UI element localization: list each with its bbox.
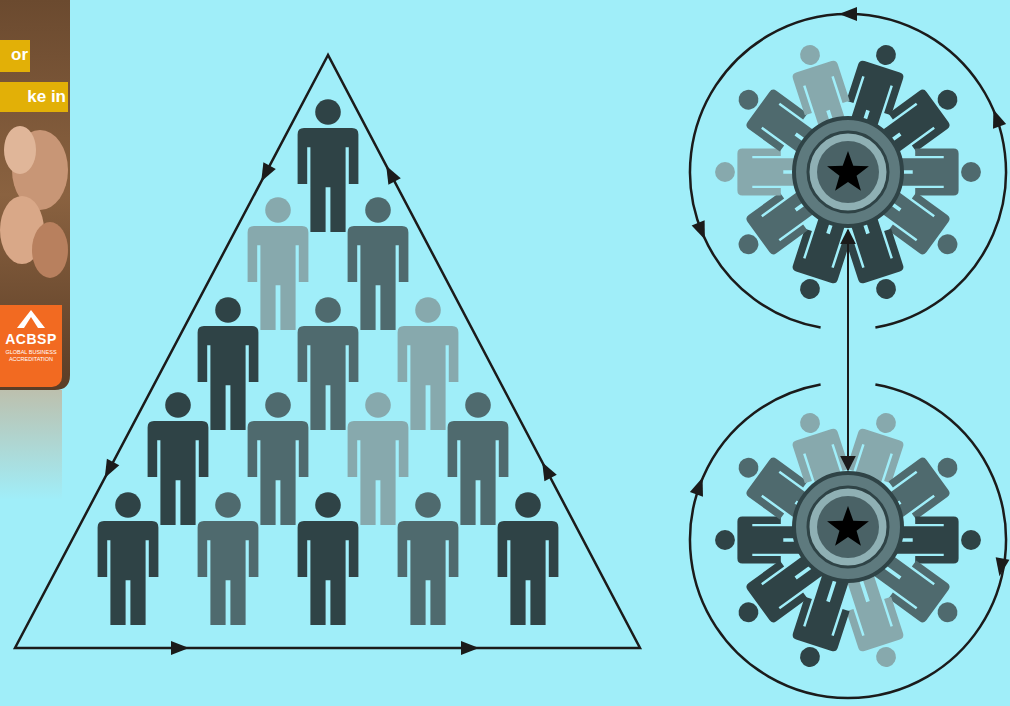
accreditation-badge: ACBSP GLOBAL BUSINESS ACCREDITATION bbox=[0, 305, 62, 387]
flow-arrowhead bbox=[99, 459, 120, 481]
badge-logo bbox=[17, 310, 45, 328]
person-icon bbox=[398, 297, 459, 430]
flow-arrowhead bbox=[461, 641, 479, 655]
hand-shape bbox=[4, 126, 36, 174]
person-icon bbox=[98, 492, 159, 625]
node-heading: ke in bbox=[2, 82, 66, 112]
flow-arrowhead bbox=[171, 641, 189, 655]
highlight-band: or bbox=[0, 40, 30, 72]
cycle-arrowhead bbox=[690, 475, 709, 497]
person-icon bbox=[298, 297, 359, 430]
star-symbol bbox=[827, 506, 869, 546]
flow-arrowhead bbox=[536, 459, 557, 481]
star-hub bbox=[808, 487, 888, 567]
star-hub bbox=[817, 141, 879, 203]
cycle-arrowhead bbox=[993, 557, 1010, 577]
person-icon bbox=[248, 392, 309, 525]
person-icon bbox=[148, 392, 209, 525]
person-icon bbox=[198, 492, 259, 625]
photo-strip bbox=[0, 0, 70, 390]
person-icon bbox=[298, 99, 359, 232]
star-hub bbox=[794, 118, 902, 226]
node-heading: or bbox=[2, 40, 28, 70]
hand-shape bbox=[32, 222, 68, 278]
flow-arrowhead bbox=[380, 162, 401, 184]
person-icon bbox=[298, 492, 359, 625]
person-icon bbox=[248, 197, 309, 330]
cycle-arrowhead bbox=[839, 7, 857, 21]
person-icon bbox=[348, 392, 409, 525]
node-heading: ACBSP bbox=[2, 331, 60, 347]
node-text: GLOBAL BUSINESS ACCREDITATION bbox=[2, 349, 60, 363]
cycle-arrowhead bbox=[692, 220, 712, 242]
person-icon bbox=[198, 297, 259, 430]
reflection bbox=[0, 390, 62, 500]
highlight-band: ke in bbox=[0, 82, 68, 112]
double-arrow bbox=[847, 230, 849, 470]
star-hub bbox=[794, 473, 902, 581]
person-icon bbox=[398, 492, 459, 625]
person-icon bbox=[348, 197, 409, 330]
star-hub bbox=[817, 496, 879, 558]
person-icon bbox=[448, 392, 509, 525]
cycle-arrowhead bbox=[987, 107, 1006, 129]
star-hub bbox=[808, 132, 888, 212]
pyramid-outline bbox=[15, 55, 640, 648]
star-symbol bbox=[827, 151, 869, 191]
person-icon bbox=[498, 492, 559, 625]
flow-arrowhead bbox=[255, 162, 276, 184]
badge-logo bbox=[24, 317, 38, 328]
badge-logo bbox=[16, 309, 46, 329]
